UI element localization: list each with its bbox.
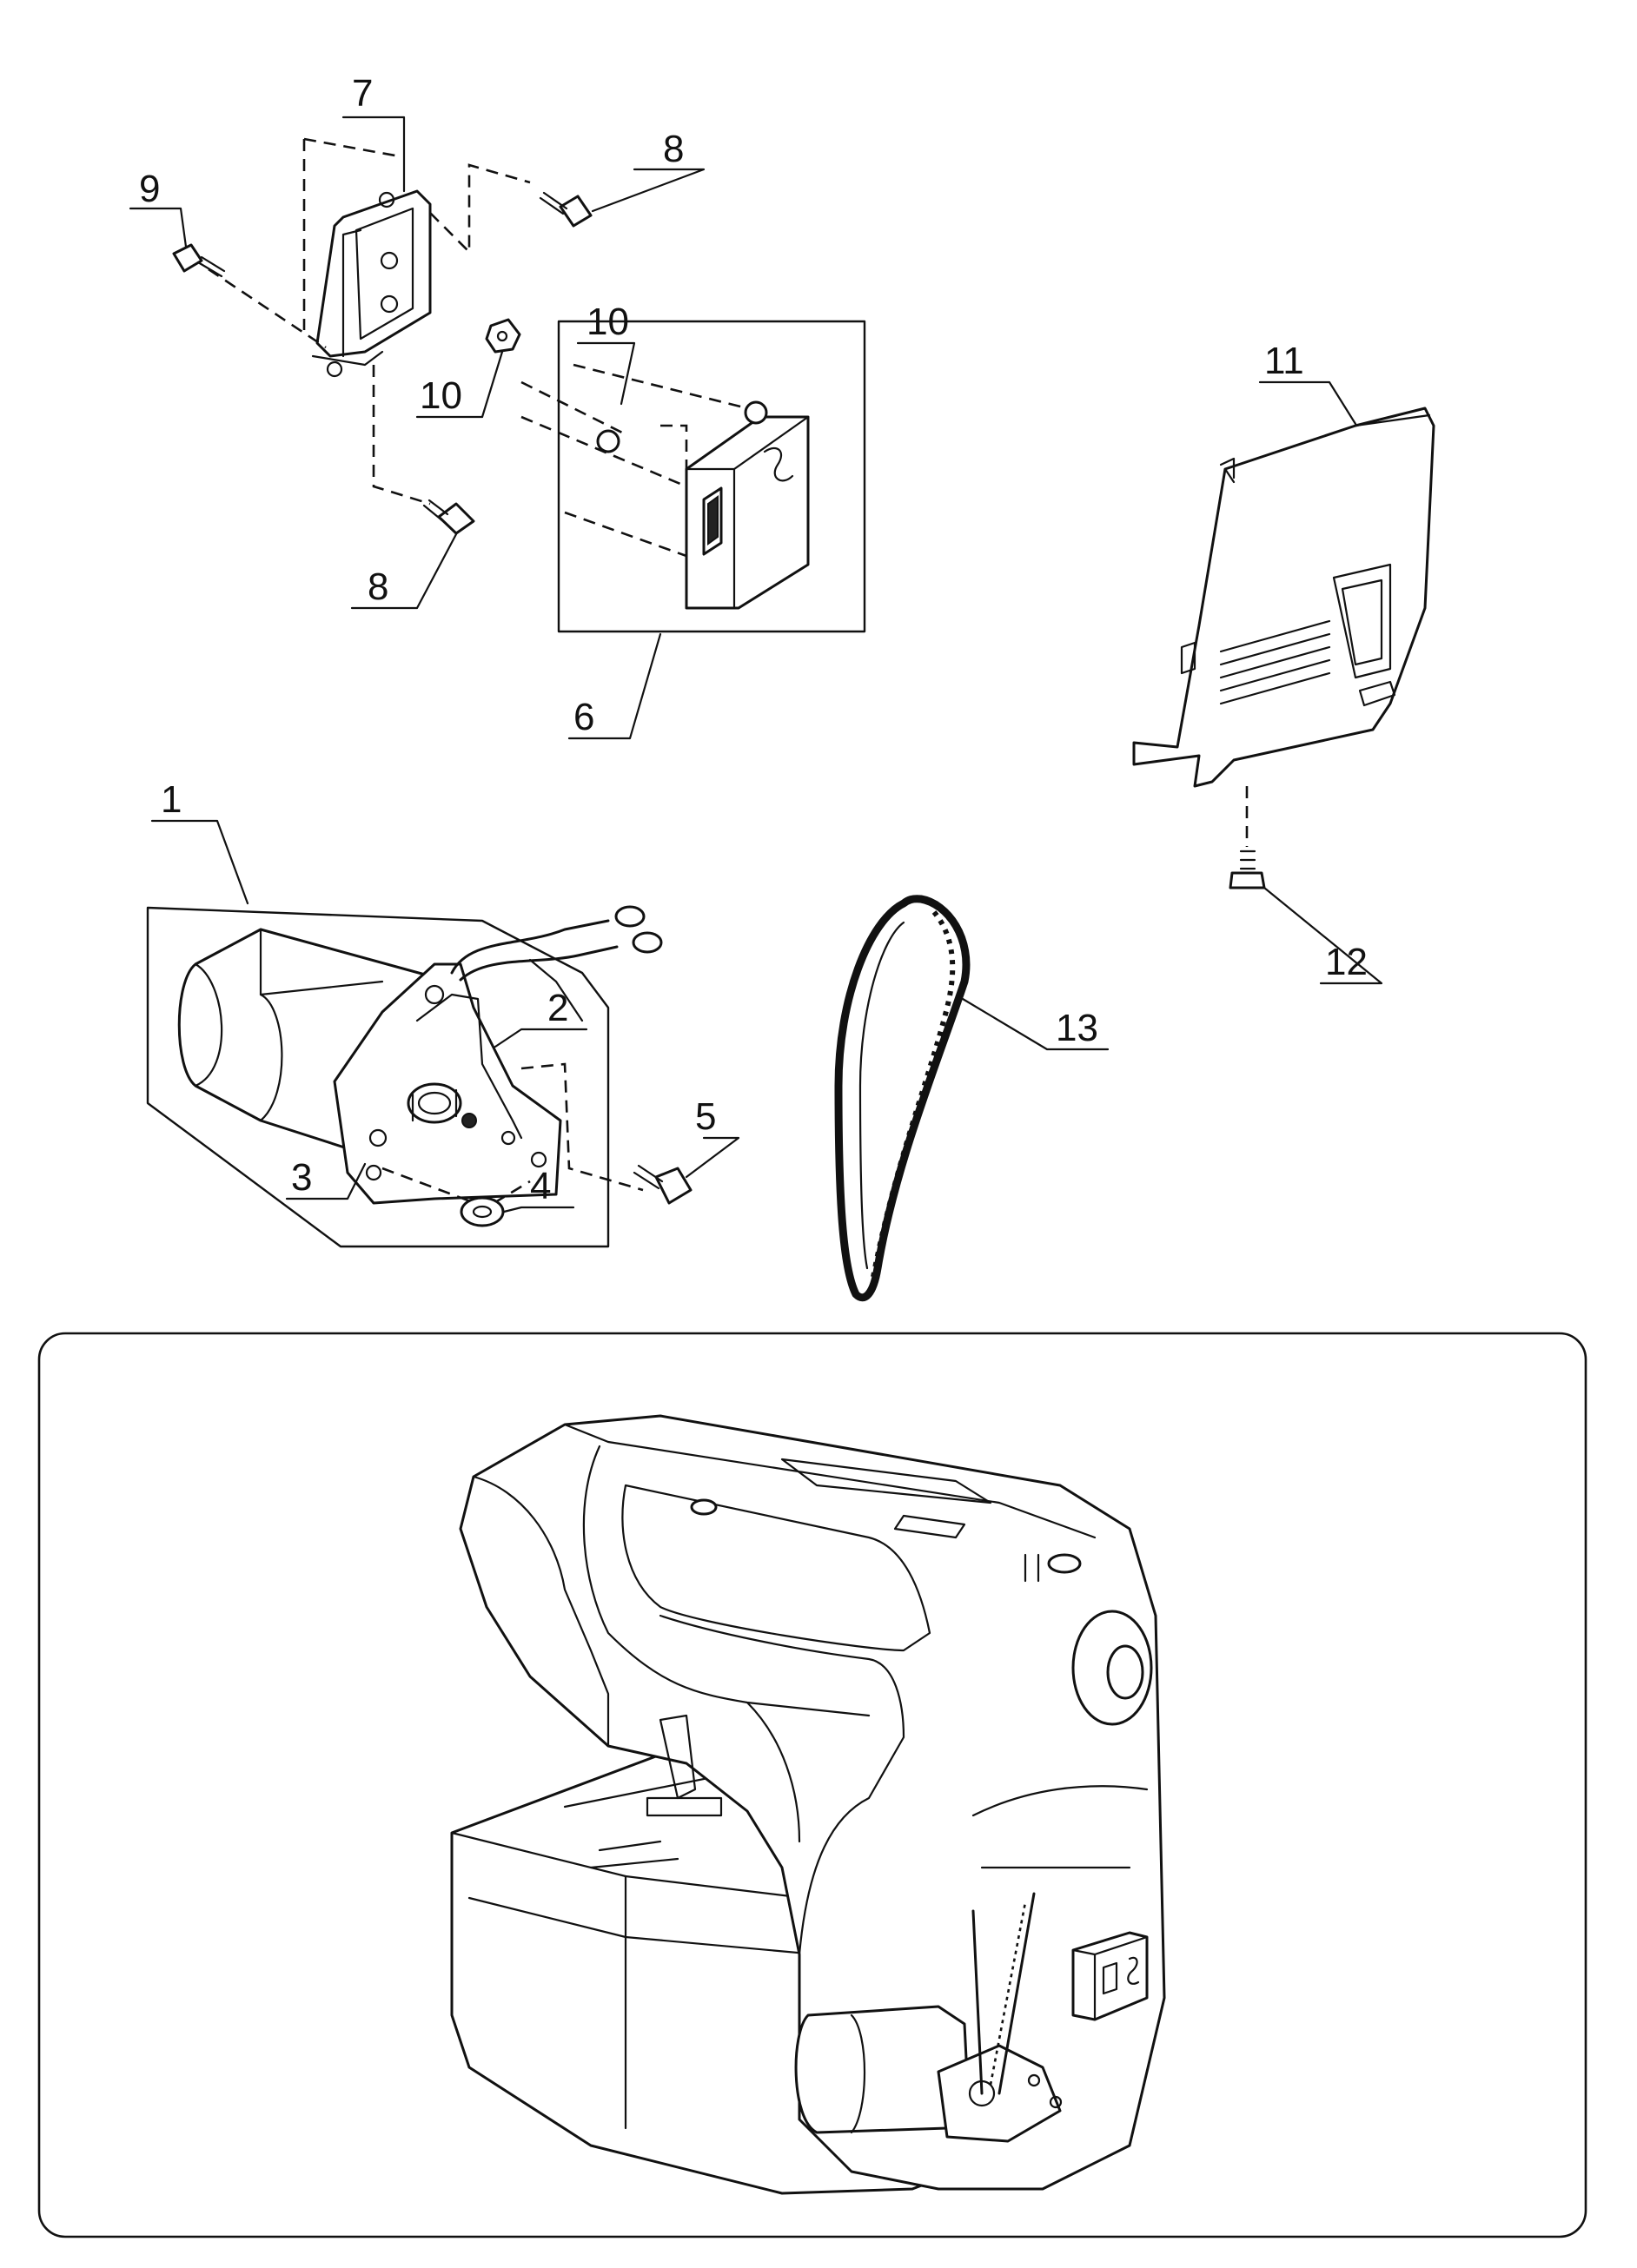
callout-8-top: 8 bbox=[663, 128, 684, 170]
part-6-switch-box-group bbox=[520, 320, 866, 633]
callout-12: 12 bbox=[1325, 941, 1368, 983]
callout-1: 1 bbox=[161, 778, 182, 821]
callout-6: 6 bbox=[573, 696, 594, 738]
callout-7: 7 bbox=[352, 72, 373, 115]
part-2-dash bbox=[520, 1062, 644, 1192]
callout-3: 3 bbox=[291, 1156, 312, 1199]
machine-view-frame bbox=[37, 1332, 1587, 2238]
part-13-belt bbox=[834, 895, 971, 1302]
callout-2: 2 bbox=[547, 987, 568, 1029]
callout-8-bottom: 8 bbox=[368, 565, 388, 608]
part-11-side-cover bbox=[1132, 407, 1435, 788]
part-8-screw-top bbox=[539, 191, 593, 228]
part-9-screw bbox=[172, 243, 226, 278]
part-4-nut bbox=[460, 1196, 505, 1227]
callout-5: 5 bbox=[695, 1095, 716, 1138]
part-7-bracket bbox=[311, 189, 432, 378]
part-5-screw bbox=[633, 1164, 693, 1205]
callout-4: 4 bbox=[530, 1165, 551, 1207]
part-7-dashed-lines bbox=[208, 137, 531, 506]
part-12-screw bbox=[1229, 850, 1266, 889]
callout-13: 13 bbox=[1056, 1007, 1098, 1049]
sewing-machine-illustration bbox=[450, 1414, 1166, 2195]
callout-9: 9 bbox=[139, 168, 160, 210]
callout-10-right: 10 bbox=[587, 301, 629, 343]
callout-10-left: 10 bbox=[420, 374, 462, 417]
leader-lines bbox=[129, 116, 1383, 1213]
part-10-nut bbox=[485, 318, 521, 354]
part-8-screw-bottom bbox=[422, 499, 475, 535]
callout-11: 11 bbox=[1264, 340, 1304, 382]
part-1-motor-assembly bbox=[146, 905, 663, 1248]
